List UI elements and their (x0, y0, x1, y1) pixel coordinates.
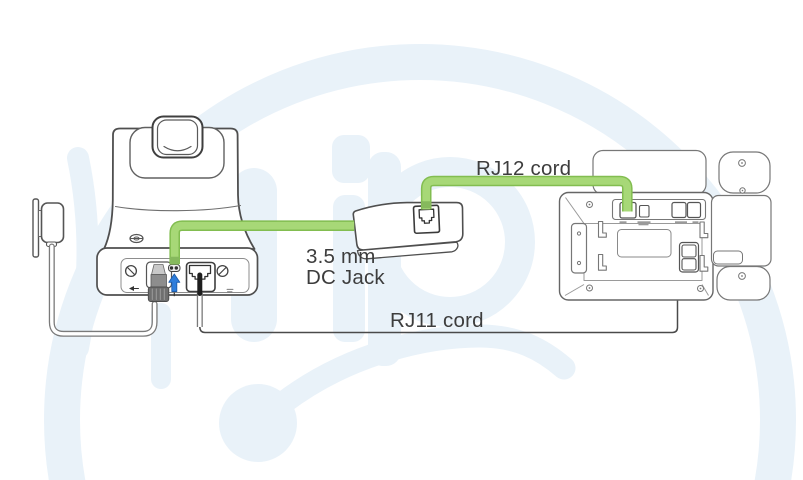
phone-rj11-port-block-icon (678, 241, 700, 273)
base-screw-left (124, 264, 138, 278)
dc-jack-port-icon (168, 264, 181, 272)
base-skirt-screw (129, 233, 144, 244)
label-dc-jack-line2: DC Jack (306, 265, 385, 289)
phone-bevel-bl (564, 284, 585, 296)
base-panel-recess (120, 258, 250, 293)
label-rj12-cord: RJ12 cord (476, 157, 572, 180)
dc-jack-cable (169, 220, 355, 265)
phone-port-2 (638, 204, 650, 218)
phone-bevel-tl (565, 197, 585, 224)
phone-handset-column (710, 151, 772, 301)
dc-cable-tip (169, 256, 180, 265)
panel-arrow-left-mark (129, 286, 139, 291)
rj11-cord-line (196, 249, 682, 334)
phone-label-plate (617, 229, 672, 258)
watermark-left-arc (67, 147, 99, 359)
watermark-ring (44, 44, 796, 480)
phone-screws (586, 159, 746, 292)
desk-phone-rear-icon (558, 149, 772, 301)
adapter-body (40, 202, 65, 244)
phone-mount-hooks (597, 220, 709, 272)
watermark-swoosh-tail (271, 324, 576, 415)
dc-cable-fill (170, 221, 355, 264)
phone-stand-bracket (570, 222, 588, 274)
up-arrow-icon (168, 273, 181, 297)
wall-power-adapter-icon (32, 198, 65, 258)
base-hook-curve (163, 145, 192, 152)
rj11-cord-path (199, 249, 682, 334)
watermark-logo-icon (44, 44, 796, 480)
adapter-box-base-flange (356, 241, 459, 260)
headset-base-station-rear-icon (32, 115, 259, 337)
label-rj11-cord: RJ11 cord (390, 309, 484, 332)
panel-right-mark (226, 288, 234, 293)
label-dc-jack-line1: 3.5 mm (306, 245, 376, 268)
rj12-cable (420, 175, 633, 212)
watermark-letter-i-dot (332, 135, 370, 183)
phone-port-3 (671, 201, 687, 219)
dc-barrel-plug-icon (147, 264, 170, 302)
rj12-cable-tip (421, 201, 431, 209)
phone-port-labels (619, 221, 699, 226)
base-hook-inner (156, 119, 199, 156)
label-dc-jack: 3.5 mm DC Jack (306, 245, 385, 289)
base-body-crease (114, 204, 242, 212)
phone-top-tab (592, 149, 707, 196)
base-screw-right (216, 264, 229, 278)
wall-plate (32, 198, 40, 258)
rj12-cable-fill (422, 177, 632, 212)
phone-port-4 (686, 201, 702, 219)
power-cord (48, 243, 158, 337)
